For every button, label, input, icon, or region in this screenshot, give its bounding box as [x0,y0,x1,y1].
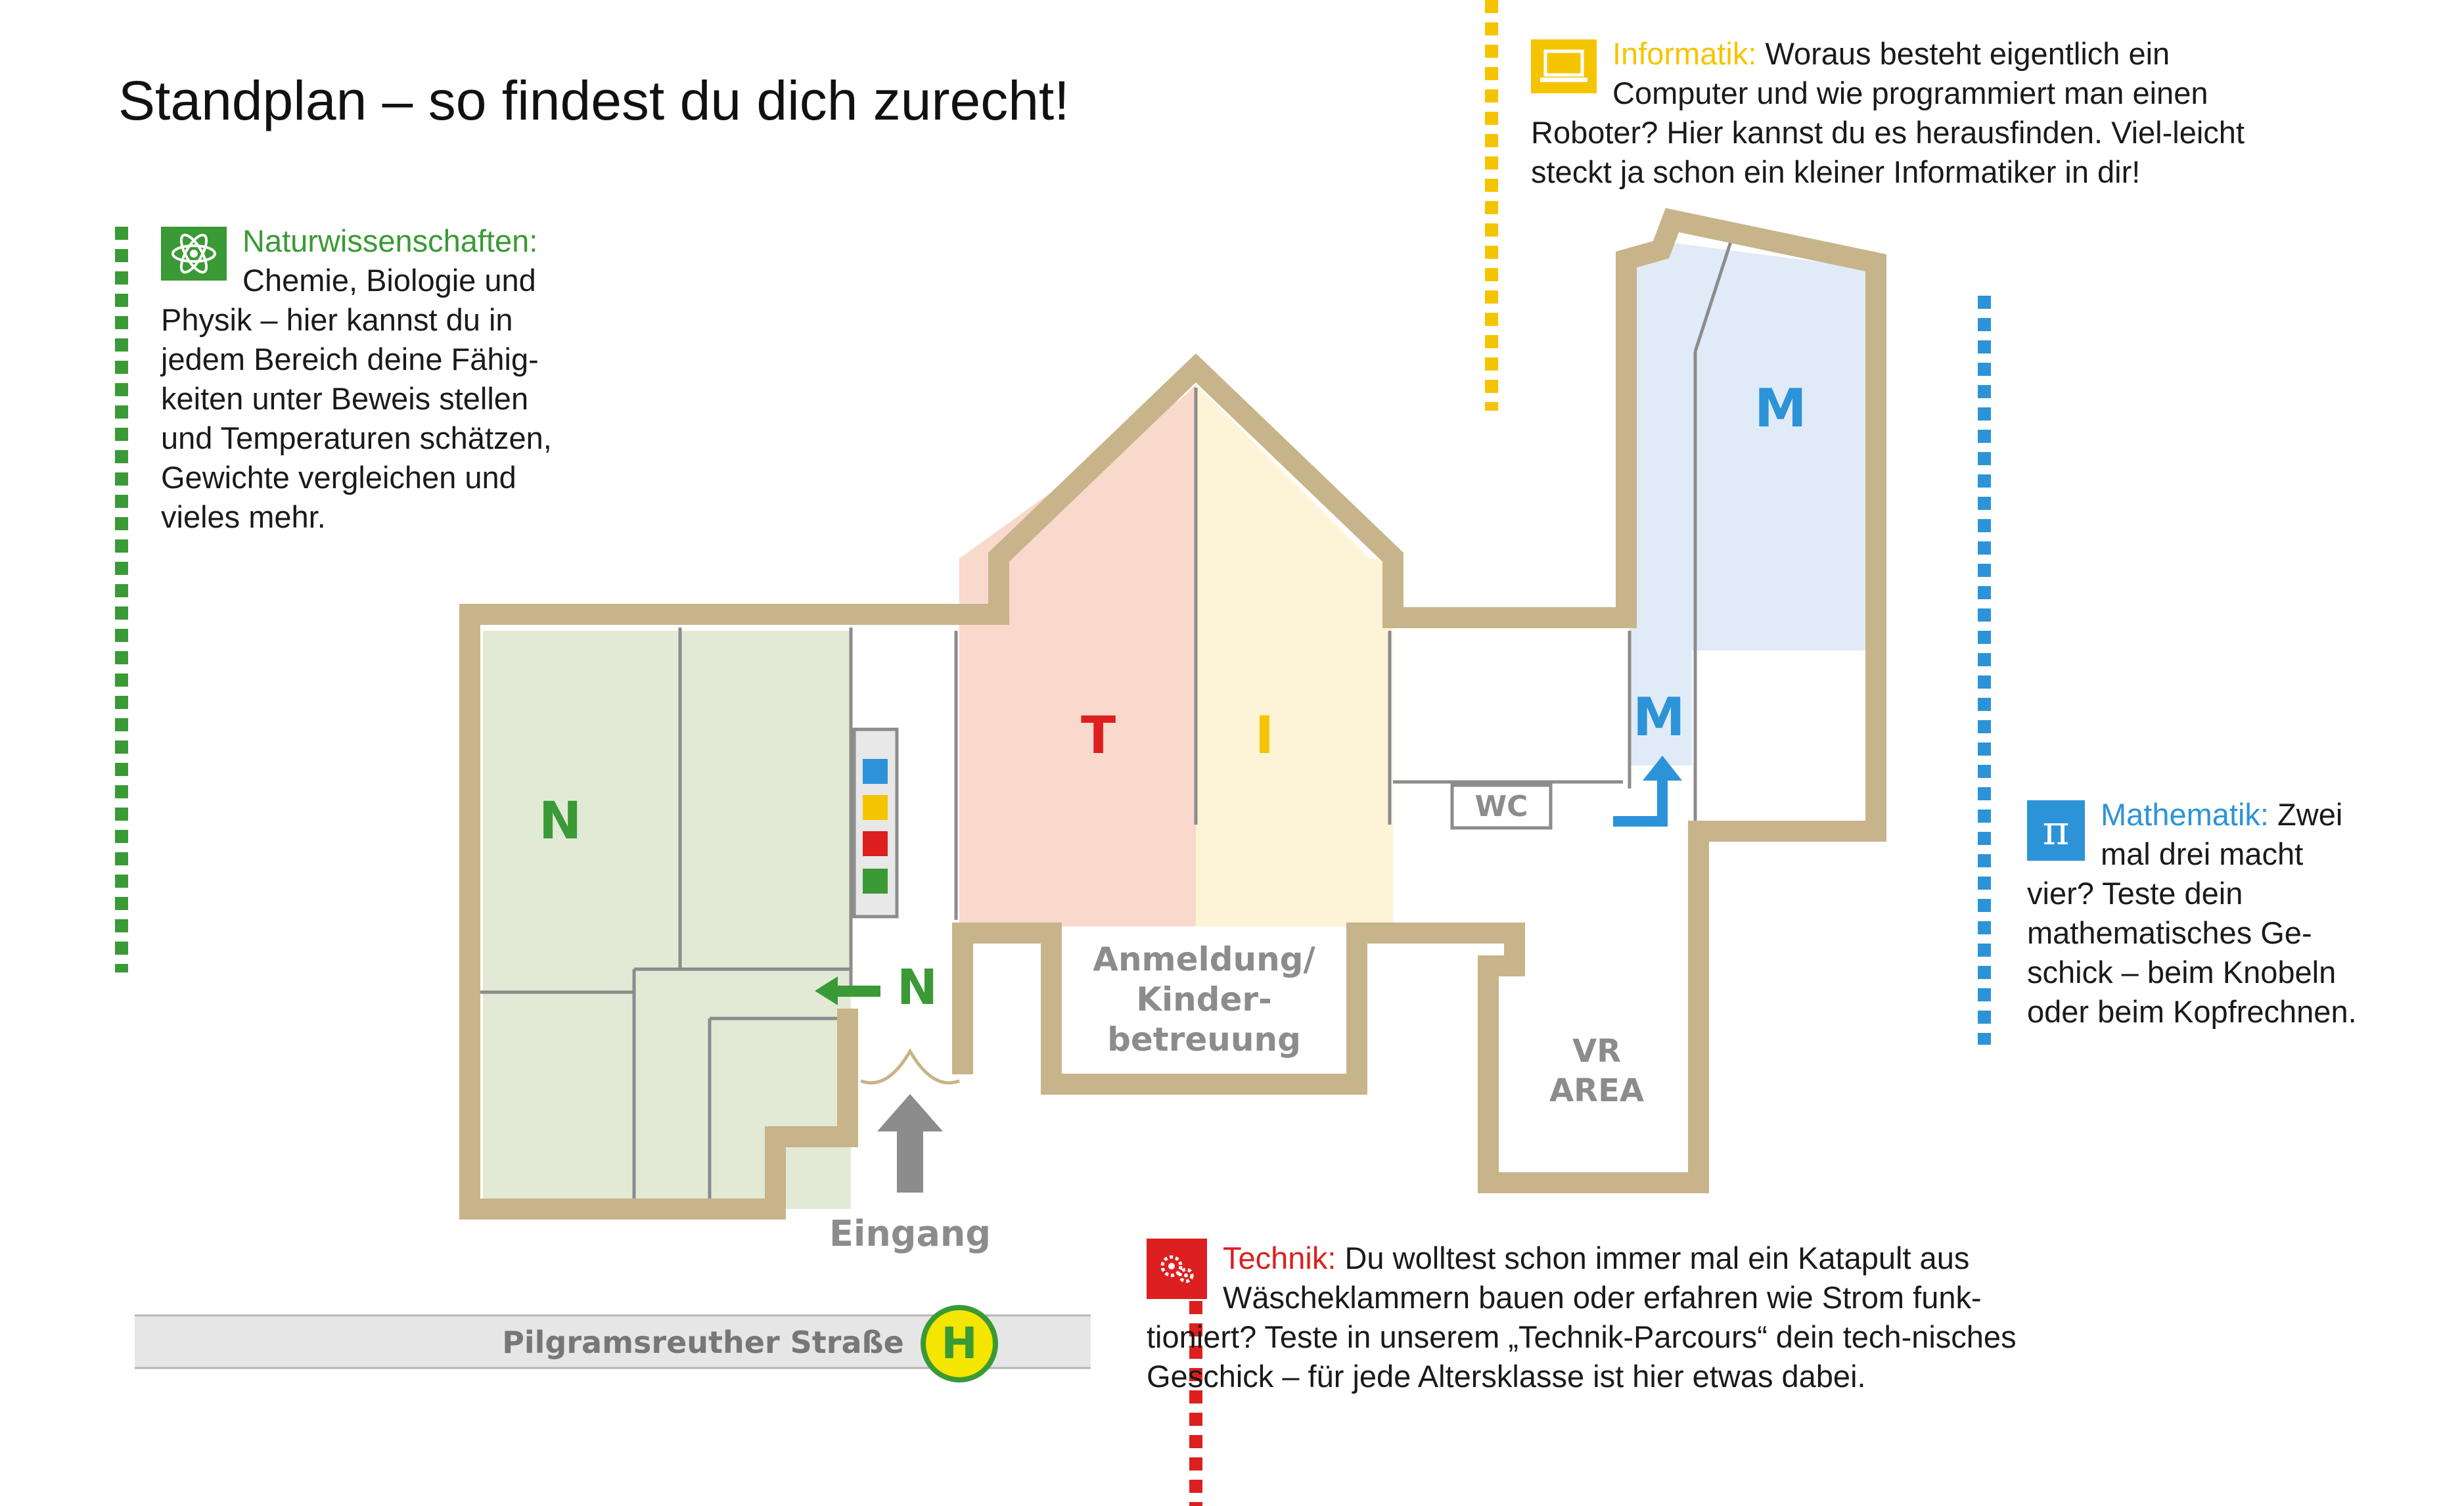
mathematik-heading: Mathematik: [2101,797,2269,832]
room-n-fill[interactable] [483,631,851,1209]
section-informatik: Informatik: Woraus besteht eigentlich ei… [1531,34,2273,192]
naturwissenschaften-heading: Naturwissenschaften: [242,223,538,258]
entrance-label: Eingang [829,1213,992,1254]
anmeldung-label: Anmeldung/ Kinder- betreuung [1051,940,1357,1060]
room-i-label[interactable]: I [1255,706,1275,765]
anmeldung-line-3: betreuung [1107,1020,1301,1059]
marker-blue [863,759,888,784]
vr-line-2: AREA [1549,1072,1645,1109]
m-arrow-head [1643,756,1682,781]
informatik-heading: Informatik: [1612,36,1757,71]
entrance-arrow [877,1094,943,1193]
entrance-door[interactable] [860,1048,960,1085]
mathematik-text: Zwei mal drei macht vier? Teste dein mat… [2027,797,2357,1029]
technik-text: Du wolltest schon immer mal ein Katapult… [1147,1241,2017,1394]
pi-icon: π [2027,800,2085,861]
section-technik: Technik: Du wolltest schon immer mal ein… [1147,1239,2080,1396]
room-i-fill[interactable] [1196,559,1393,926]
room-m-fill[interactable] [1630,243,1876,765]
marker-red [863,831,888,856]
m-arrow [1613,779,1668,827]
atom-icon [161,227,227,281]
naturwissenschaften-text: Chemie, Biologie und Physik – hier kanns… [161,263,552,534]
outer-walls [459,208,1886,1220]
vr-line-1: VR [1572,1033,1622,1070]
marker-green [863,869,888,894]
room-m-arrow-label: M [1633,687,1685,748]
room-t-label[interactable]: T [1081,706,1116,765]
informatik-text: Woraus besteht eigentlich ein Computer u… [1531,36,2245,189]
marker-yellow [863,795,888,820]
room-t-roof-fill [1012,384,1196,572]
bus-stop-letter: H [941,1318,978,1369]
room-n-label[interactable]: N [539,792,582,851]
anmeldung-line-2: Kinder- [1136,980,1272,1018]
room-n-arrow-label: N [897,959,938,1016]
wc-box[interactable] [1450,783,1553,830]
laptop-icon [1531,39,1597,93]
section-naturwissenschaften: Naturwissenschaften: Chemie, Biologie un… [161,221,588,537]
vr-area-label: VR AREA [1498,1032,1695,1110]
wc-label: WC [1474,790,1528,823]
interior-walls [480,239,1733,1209]
room-i-roof-fill [1196,384,1383,572]
technik-heading: Technik: [1223,1241,1336,1275]
section-mathematik: π Mathematik: Zwei mal drei macht vier? … [2027,795,2369,1032]
room-m-label[interactable]: M [1754,378,1807,439]
anmeldung-line-1: Anmeldung/ [1093,940,1315,978]
room-m-lower-white [1694,650,1878,828]
street-name: Pilgramsreuther Straße [502,1325,904,1360]
bus-stop-icon[interactable] [921,1305,998,1382]
pi-glyph: π [2042,806,2070,854]
page-title: Standplan – so findest du dich zurecht! [118,70,1070,131]
n-arrow [815,976,880,1005]
gears-icon [1147,1239,1207,1299]
